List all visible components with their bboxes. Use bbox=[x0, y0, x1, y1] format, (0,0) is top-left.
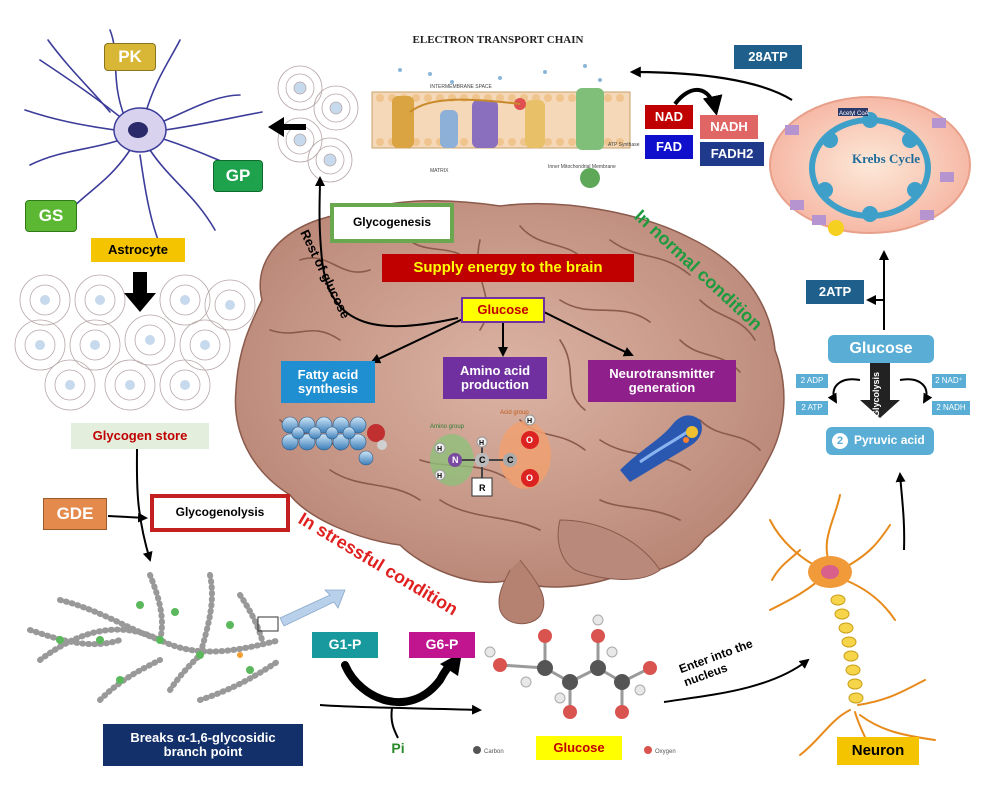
atp-28-label: 28ATP bbox=[734, 45, 802, 69]
krebs-cycle-icon: Acetyl CoA Krebs Cycle bbox=[769, 96, 971, 236]
g1p-label: G1-P bbox=[312, 632, 378, 658]
pyruvic-acid-box: 2 Pyruvic acid bbox=[826, 427, 934, 455]
atp-synthase-label: ATP Synthase bbox=[608, 142, 640, 148]
matrix-label: MATRIX bbox=[430, 168, 449, 174]
acid-group-label: Acid group bbox=[500, 410, 529, 416]
fatty-acid-label: Fatty acid synthesis bbox=[281, 361, 375, 403]
krebs-title-line: Krebs Cycle bbox=[852, 151, 920, 166]
pyruvic-label: Pyruvic acid bbox=[854, 433, 925, 448]
glycogen-cluster-icon bbox=[277, 65, 359, 183]
atom-c2-label: C bbox=[507, 455, 514, 465]
oxygen-legend: Oxygen bbox=[655, 749, 676, 755]
glycogenesis-label: Glycogenesis bbox=[330, 203, 454, 243]
fad-label: FAD bbox=[645, 135, 693, 159]
atp-2-label: 2ATP bbox=[806, 280, 864, 304]
glucose-center-label: Glucose bbox=[461, 297, 545, 323]
neuron-icon bbox=[769, 494, 936, 761]
etc-title: ELECTRON TRANSPORT CHAIN bbox=[412, 33, 584, 46]
atom-h-label: H bbox=[479, 440, 484, 447]
synapse-icon bbox=[620, 415, 702, 482]
atom-h3-label: H bbox=[437, 473, 442, 480]
breaks-label: Breaks α-1,6-glycosidic branch point bbox=[103, 724, 303, 766]
glucose-molecule-icon: Carbon Oxygen bbox=[473, 614, 676, 755]
electron-transport-chain-icon: INTERMEMBRANE SPACE MATRIX ATP Synthase … bbox=[371, 64, 640, 188]
carbon-legend: Carbon bbox=[484, 749, 504, 755]
atom-h4-label: H bbox=[527, 418, 532, 425]
nad-2-label: 2 NAD⁺ bbox=[932, 374, 966, 388]
supply-energy-label: Supply energy to the brain bbox=[382, 254, 634, 282]
adp-2-label: 2 ADP bbox=[796, 374, 828, 388]
amino-acid-molecule-icon: R N C C O O H H H H Amino group Acid gro… bbox=[430, 410, 551, 497]
fatty-acid-chain-icon bbox=[281, 416, 387, 466]
atom-o2-label: O bbox=[526, 473, 533, 483]
neuron-label: Neuron bbox=[837, 737, 919, 765]
glycogenolysis-label: Glycogenolysis bbox=[150, 494, 290, 532]
nadh-label: NADH bbox=[700, 115, 758, 139]
glycogen-branch-icon bbox=[27, 572, 346, 703]
r-group-label: R bbox=[479, 483, 486, 493]
astrocyte-label: Astrocyte bbox=[91, 238, 185, 262]
glycogen-store-cluster bbox=[14, 274, 256, 411]
to-astrocyte-arrow bbox=[268, 117, 306, 137]
atp-2-small-label: 2 ATP bbox=[796, 401, 828, 415]
gs-label: GS bbox=[25, 200, 77, 232]
atom-c-label: C bbox=[479, 455, 486, 465]
nad-label: NAD bbox=[645, 105, 693, 129]
gde-label: GDE bbox=[43, 498, 107, 530]
inner-membrane-label: Inner Mitochondrial Membrane bbox=[548, 164, 616, 170]
gp-label: GP bbox=[213, 160, 263, 192]
pyruvic-number: 2 bbox=[832, 433, 848, 449]
neurotransmitter-label: Neurotransmitter generation bbox=[588, 360, 736, 402]
atom-h2-label: H bbox=[437, 446, 442, 453]
atom-n-label: N bbox=[452, 455, 459, 465]
glycogen-store-label: Glycogen store bbox=[71, 423, 209, 449]
pk-label: PK bbox=[104, 43, 156, 71]
glycolysis-label: Glycolysis bbox=[871, 371, 881, 417]
nadh-2-label: 2 NADH bbox=[932, 401, 970, 415]
astrocyte-to-store-arrow bbox=[124, 272, 156, 312]
atom-o-label: O bbox=[526, 435, 533, 445]
amino-acid-label: Amino acid production bbox=[443, 357, 547, 399]
pi-label: Pi bbox=[391, 740, 405, 757]
astrocyte-nucleus bbox=[128, 122, 148, 138]
glycolysis-icon bbox=[827, 362, 933, 418]
intermembrane-space-label: INTERMEMBRANE SPACE bbox=[430, 84, 493, 90]
g6p-label: G6-P bbox=[409, 632, 475, 658]
glycolysis-glucose-label: Glucose bbox=[828, 335, 934, 363]
fadh2-label: FADH2 bbox=[700, 142, 764, 166]
amino-group-label: Amino group bbox=[430, 424, 465, 430]
glucose-bottom-label: Glucose bbox=[536, 736, 622, 760]
acetyl-coa-label: Acetyl CoA bbox=[839, 111, 869, 117]
